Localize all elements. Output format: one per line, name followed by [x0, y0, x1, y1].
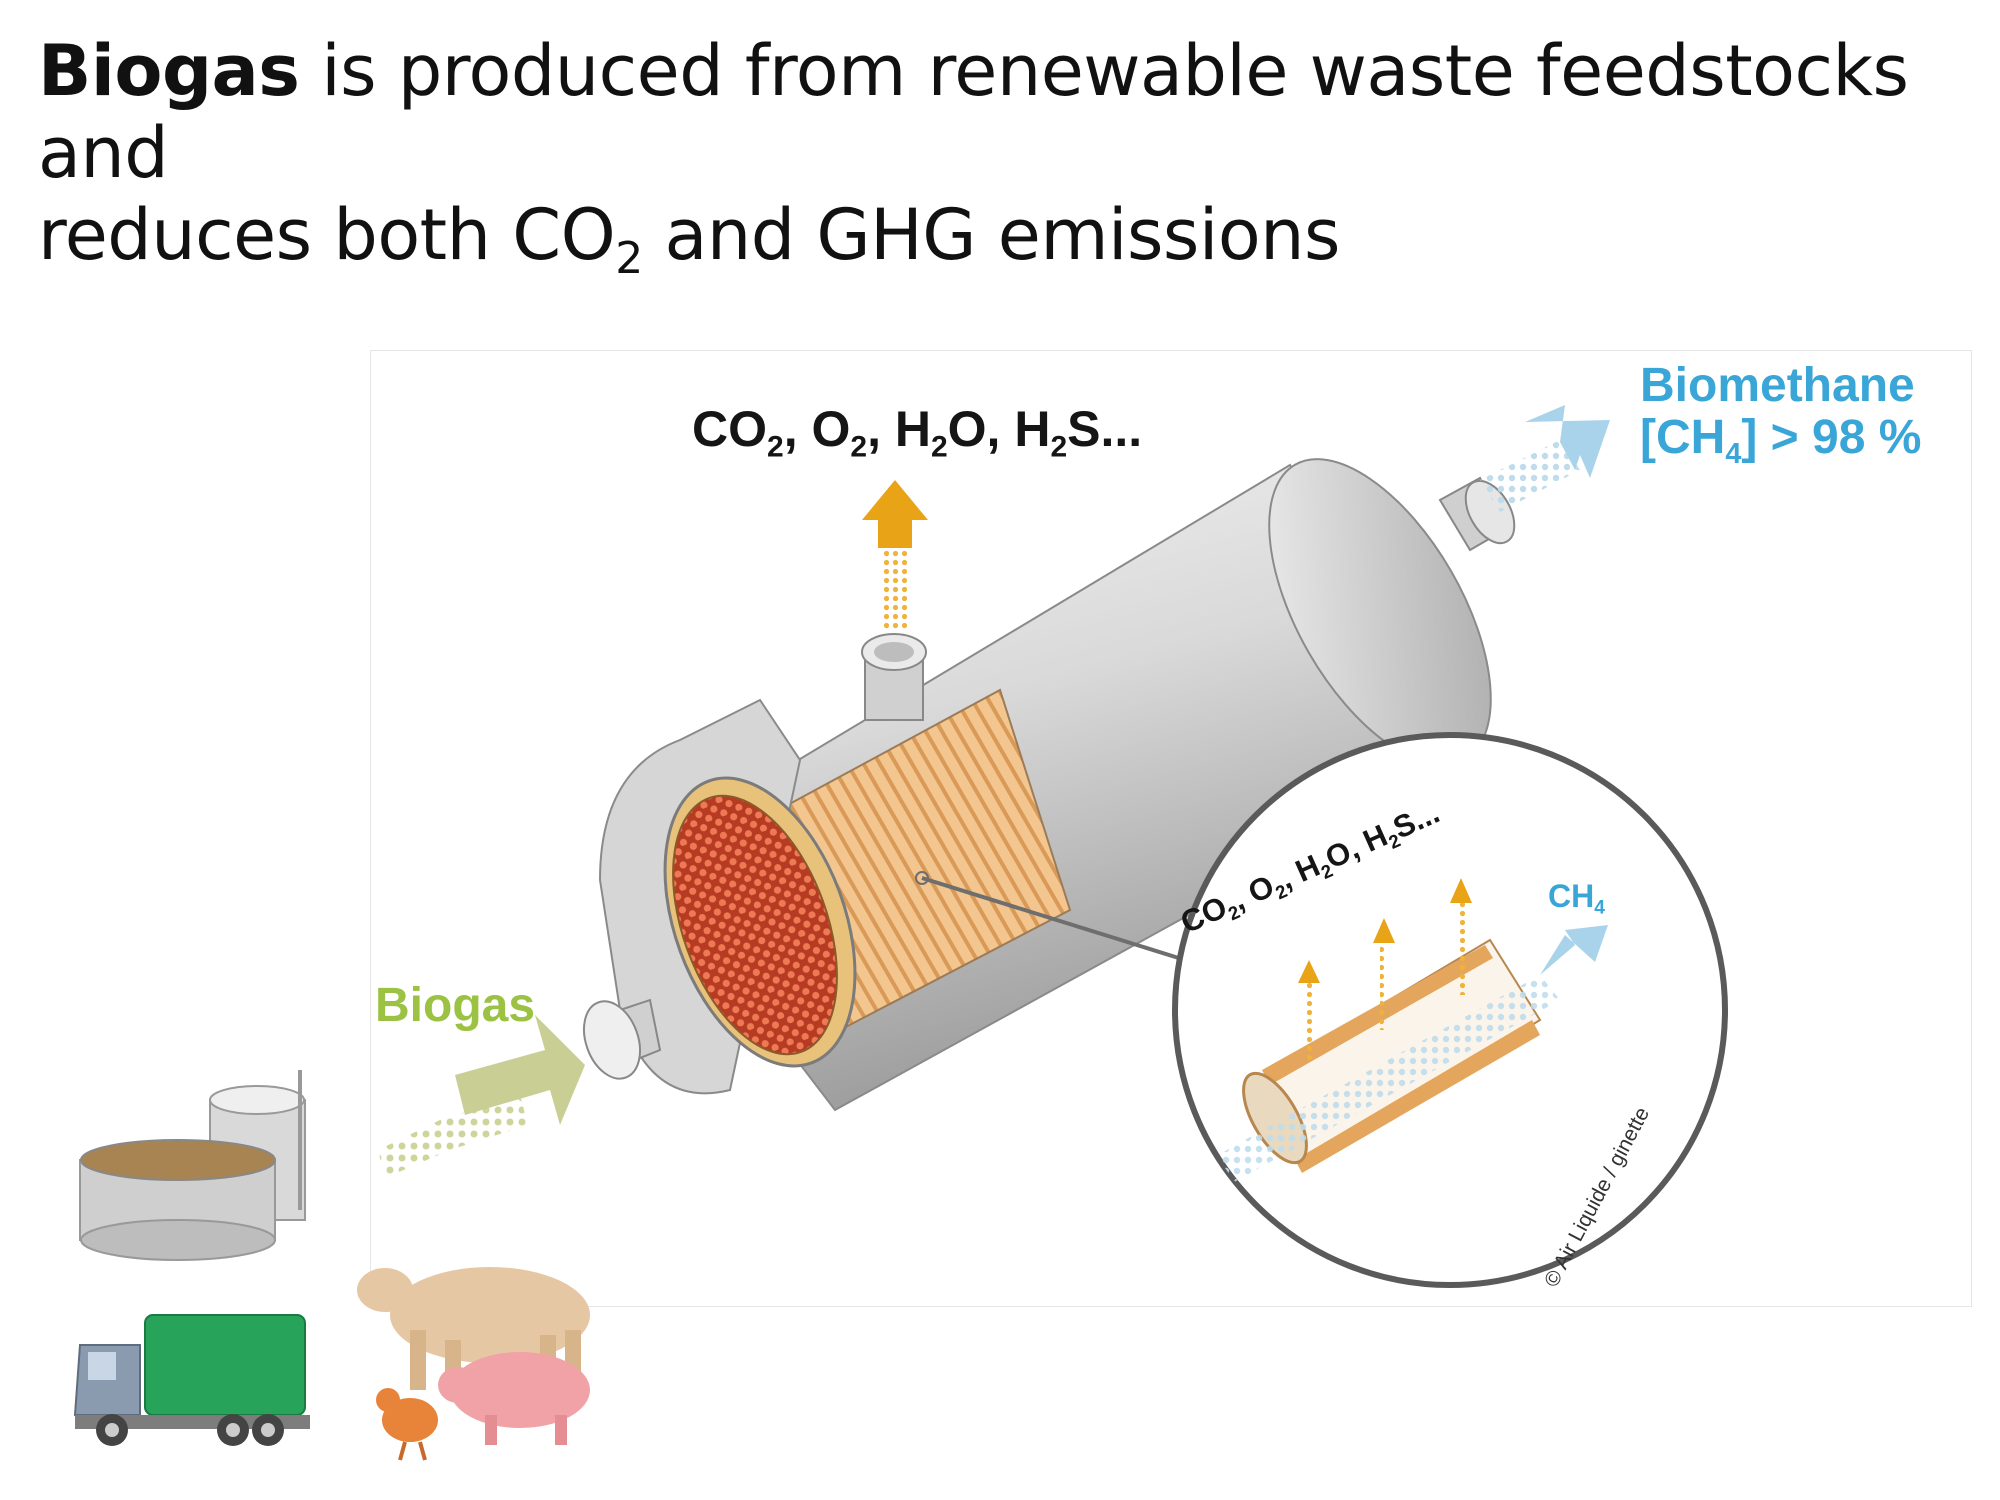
title-line2-b: and GHG emissions	[642, 194, 1341, 276]
biomethane-title: Biomethane	[1640, 359, 1915, 412]
title-line2-a: reduces both CO	[38, 194, 616, 276]
biogas-inlet-arrow	[378, 1015, 585, 1178]
membrane-module	[582, 458, 1516, 1112]
title-bold: Biogas	[38, 30, 300, 112]
biomethane-spec: [CH4] > 98 %	[1640, 411, 1922, 471]
title-line1: is produced from renewable waste feedsto…	[38, 30, 1909, 194]
permeate-arrow	[862, 480, 928, 630]
exhaust-gases-label: CO2, O2, H2O, H2S...	[692, 401, 1143, 464]
biomethane-label: Biomethane [CH4] > 98 %	[1640, 359, 1922, 471]
zoom-ch4-label: CH4	[1548, 878, 1605, 919]
garbage-truck-icon	[73, 1314, 310, 1446]
chicken-icon	[376, 1388, 438, 1461]
page-title: Biogas is produced from renewable waste …	[38, 30, 1978, 281]
biogas-digester-icon	[79, 1070, 306, 1261]
biomethane-outlet-arrow	[1480, 405, 1610, 512]
zoom-inset	[1172, 732, 1728, 1288]
pig-icon	[438, 1352, 590, 1445]
title-line2-sub: 2	[615, 233, 643, 284]
biogas-input-label: Biogas	[375, 979, 536, 1032]
zoom-leader-line	[921, 876, 1186, 962]
